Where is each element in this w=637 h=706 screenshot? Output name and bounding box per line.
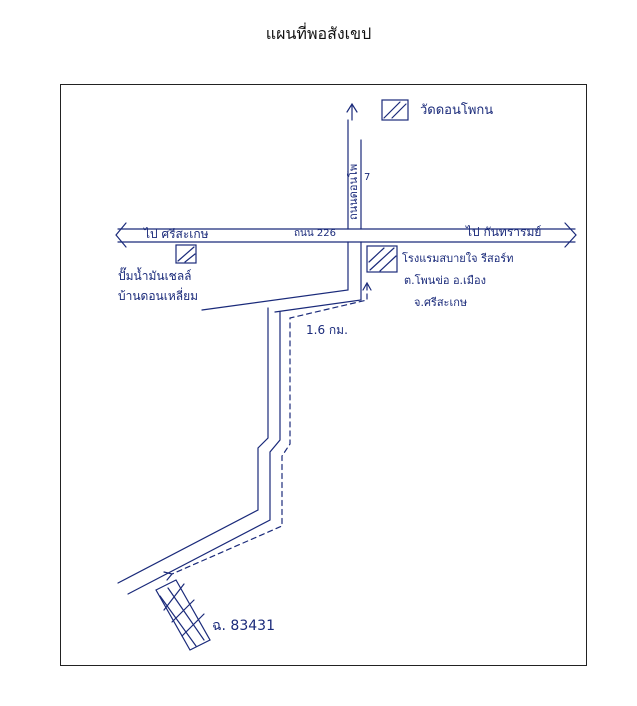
arrow-west-icon [115,222,127,248]
route-arrow-up-icon [362,281,372,291]
road-north-label: ถนนดอนโพ [346,164,360,220]
arrow-north-icon [346,102,358,121]
road-south-link [201,241,362,313]
hotel-name-label: โรงแรมสบายใจ รีสอร์ท [402,251,513,265]
to-west-label: ไป ศรีสะเกษ [143,227,209,241]
route-arrow-parcel-icon [163,571,173,581]
map-frame [60,84,587,666]
parcel-icon [155,579,211,651]
hotel-subdistrict-label: ต.โพนข่อ อ.เมือง [404,273,486,287]
arrow-east-icon [564,222,577,248]
hotel-province-label: จ.ศรีสะเกษ [414,296,467,309]
road-north-km: 7 [364,172,370,183]
parcel-label: ฉ. 83431 [212,618,275,634]
road-226 [117,228,576,243]
temple-label: วัดดอนโพกน [420,102,493,118]
village-label: บ้านดอนเหลี่ยม [118,287,198,303]
map-title: แผนที่พอสังเขป [265,24,372,43]
temple-icon [381,99,409,121]
road-to-parcel [117,307,281,595]
distance-label: 1.6 กม. [306,323,348,337]
to-east-label: ไป กันทรารมย์ [465,225,541,239]
gas-station-label: ปั๊มน้ำมันเชลล์ [118,267,192,283]
road-north [347,119,362,230]
hotel-icon [366,245,398,273]
road-226-label: ถนน 226 [294,228,336,239]
route-dashed [171,284,368,575]
gas-station-icon [175,244,197,264]
